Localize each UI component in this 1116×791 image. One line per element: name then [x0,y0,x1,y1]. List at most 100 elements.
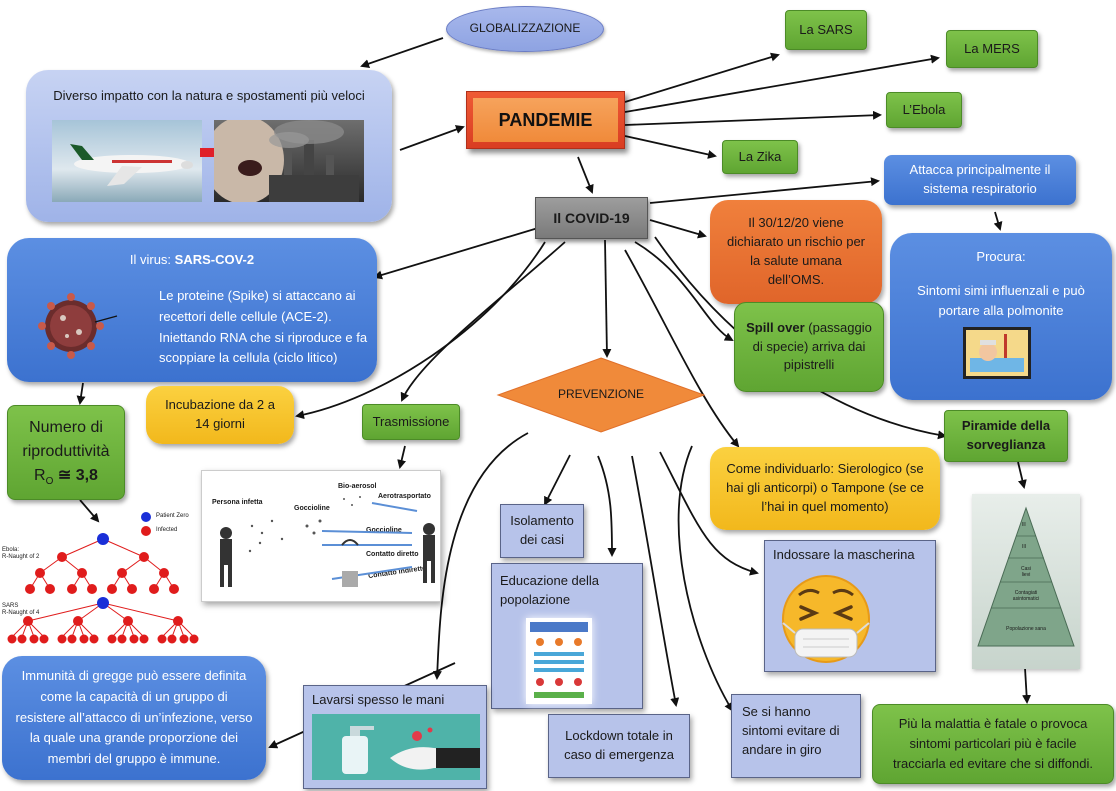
incubazione-box: Incubazione da 2 a 14 giorni [146,386,294,444]
educazione-box: Educazione della popolazione [491,563,643,709]
virus-box: Il virus: SARS-COV-2 Le proteine (Spike)… [7,238,377,382]
numero-value: ≅ 3,8 [53,466,98,484]
numero-line2: RO ≅ 3,8 [34,464,98,489]
trasmissione-box: Trasmissione [362,404,460,440]
img-diretto: Contatto diretto [366,551,419,558]
sars-tree-r: R-Naught of 4 [2,610,40,616]
mascherina-label: Indossare la mascherina [773,547,915,562]
ebola-box: L’Ebola [886,92,962,128]
piramide-label: Piramide della sorveglianza [961,418,1051,452]
img-goccioline1: Goccioline [294,505,330,512]
sick-person-icon [970,334,1024,372]
numero-line1: Numero di riproduttività [22,418,110,460]
factory-icon [214,120,359,202]
immunita-box: Immunità di gregge può essere definita c… [2,656,266,780]
virus-name: SARS-COV-2 [174,252,255,267]
coronavirus-icon [38,293,118,359]
attacca-label: Attacca principalmente il sistema respir… [909,162,1051,196]
numero-sub: O [45,476,54,488]
ebola-label: L’Ebola [902,101,946,117]
virus-prefix: Il virus: [129,252,175,267]
spill-label: Spill over (passaggio di specie) arriva … [745,319,873,376]
mask-face-icon [782,575,870,663]
procura-text: Sintomi simi influenzali e può portare a… [917,283,1085,319]
immunita-label: Immunità di gregge può essere definita c… [15,668,253,767]
pyramid-l2: III [1022,544,1027,550]
ebola-tree-label: Ebola: [2,547,20,553]
sars-tree-label: SARS [2,603,19,609]
sintomi-label: Se si hanno sintomi evitare di andare in… [742,704,840,757]
prevenzione-diamond: PREVENZIONE [496,356,706,434]
poster-icon [530,622,588,698]
isolamento-label: Isolamento dei casi [510,513,574,547]
sintomi-box: Se si hanno sintomi evitare di andare in… [731,694,861,778]
mers-label: La MERS [964,40,1020,56]
virus-text: Le proteine (Spike) si attaccano ai rece… [159,288,368,366]
fatale-box: Più la malattia è fatale o provoca sinto… [872,704,1114,784]
handwash-icon [342,726,480,774]
mask-emoji-image [775,569,877,665]
spill-bold: Spill over [746,319,805,335]
oms-box: Il 30/12/20 viene dichiarato un rischio … [710,200,882,304]
incubazione-label: Incubazione da 2 a 14 giorni [165,397,275,431]
piramide-box: Piramide della sorveglianza [944,410,1068,462]
individuarlo-label: Come individuarlo: Sierologico (se hai g… [726,461,924,514]
pyramid-l5: Popolazione sana [1006,626,1046,632]
zika-box: La Zika [722,140,798,174]
pyramid-image: Ill III Casi lievi Contagiati asintomati… [972,494,1080,669]
r0-tree-image: Patient Zero Infected Ebola: R-Naught of… [0,505,200,655]
airplane-image [52,120,202,202]
airplane-icon [70,144,193,186]
isolamento-box: Isolamento dei casi [500,504,584,558]
img-persona: Persona infetta [212,499,263,506]
individuarlo-box: Come individuarlo: Sierologico (se hai g… [710,447,940,530]
pandemie-inner: PANDEMIE [473,98,618,142]
attacca-box: Attacca principalmente il sistema respir… [884,155,1076,205]
transmission-image: Persona infetta Bio-aerosol Aerotrasport… [201,470,441,602]
mers-box: La MERS [946,30,1038,68]
img-aerotrasportato: Aerotrasportato [378,493,431,500]
sars-box: La SARS [785,10,867,50]
ebola-tree-r: R-Naught of 2 [2,554,40,560]
pyramid-l3: Casi lievi [1020,566,1031,578]
impatto-label: Diverso impatto con la natura e spostame… [53,88,365,103]
trasmissione-label: Trasmissione [372,413,450,429]
diamond-shape [496,357,706,433]
r0-tree-drawing [7,512,199,644]
pollution-image [214,120,364,202]
lockdown-label: Lockdown totale in caso di emergenza [564,728,674,762]
mascherina-box: Indossare la mascherina [764,540,936,672]
covid-label: Il COVID-19 [553,209,630,226]
procura-title: Procura: [976,249,1026,264]
sick-person-image [963,327,1031,379]
oms-label: Il 30/12/20 viene dichiarato un rischio … [726,215,866,287]
handwash-image [312,714,480,780]
pyramid-drawing [977,506,1075,647]
lavarsi-box: Lavarsi spesso le mani [303,685,487,789]
coronavirus-image [31,282,119,368]
prevenzione-label: PREVENZIONE [557,387,644,402]
covid-box: Il COVID-19 [535,197,648,239]
transmission-drawing [220,496,435,587]
legend-patient-zero: Patient Zero [156,513,189,519]
legend-infected: Infected [156,527,178,533]
lockdown-box: Lockdown totale in caso di emergenza [548,714,690,778]
pyramid-l1: Ill [1022,522,1026,528]
numero-r: R [34,466,46,484]
educazione-label: Educazione della popolazione [500,573,600,607]
spill-rest: (passaggio di specie) arriva dai pipistr… [752,319,872,373]
educazione-poster-image [526,618,592,704]
numero-box: Numero di riproduttività RO ≅ 3,8 [7,405,125,500]
img-goccioline2: Goccioline [366,527,402,534]
pandemie-box: PANDEMIE [466,91,625,149]
pandemie-label: PANDEMIE [498,109,593,130]
virus-heading: Il virus: SARS-COV-2 [7,252,377,267]
lavarsi-label: Lavarsi spesso le mani [312,692,445,707]
img-bioaerosol: Bio-aerosol [338,483,377,490]
globalizzazione-label: GLOBALIZZAZIONE [469,21,581,36]
impatto-box: Diverso impatto con la natura e spostame… [26,70,392,222]
fatale-label: Più la malattia è fatale o provoca sinto… [893,715,1093,772]
globalizzazione-oval: GLOBALIZZAZIONE [446,6,604,52]
sars-label: La SARS [799,21,853,37]
